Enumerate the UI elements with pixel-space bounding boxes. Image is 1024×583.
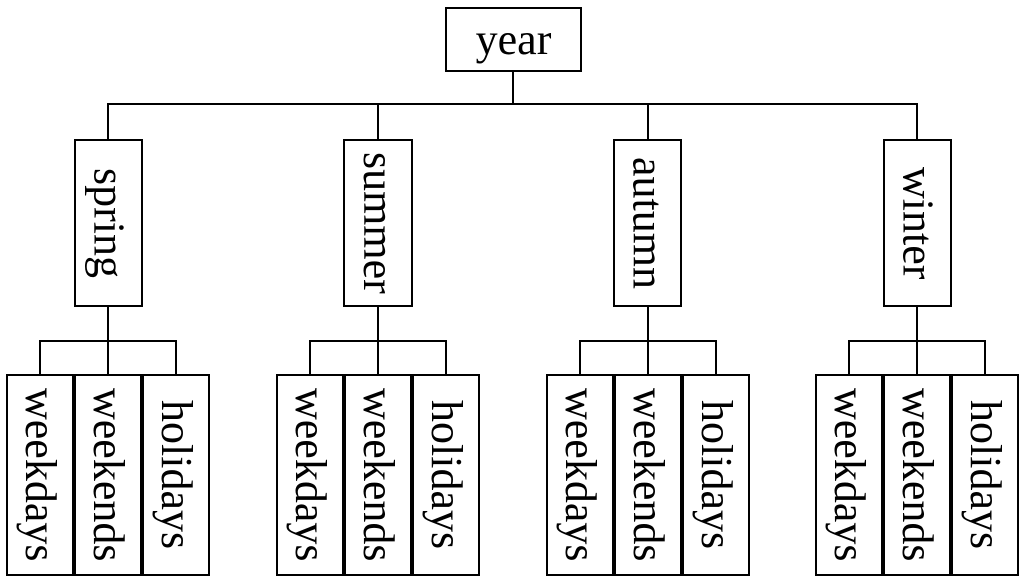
node-autumn-weekends: weekends xyxy=(614,374,682,576)
node-winter-weekends: weekends xyxy=(883,374,951,576)
connector-line xyxy=(984,340,986,374)
node-spring-weekdays: weekdays xyxy=(6,374,74,576)
node-winter-weekdays: weekdays xyxy=(815,374,883,576)
connector-line xyxy=(107,307,109,342)
connector-line xyxy=(647,103,649,139)
connector-line xyxy=(848,340,850,374)
node-spring: spring xyxy=(74,139,143,307)
connector-line xyxy=(107,103,918,105)
connector-line xyxy=(175,340,177,374)
connector-line xyxy=(309,340,311,374)
node-spring-weekends: weekends xyxy=(74,374,142,576)
connector-line xyxy=(107,340,109,374)
connector-line xyxy=(377,307,379,342)
connector-line xyxy=(647,307,649,342)
node-spring-holidays: holidays xyxy=(142,374,210,576)
node-winter: winter xyxy=(883,139,952,307)
connector-line xyxy=(916,307,918,342)
node-year: year xyxy=(445,7,582,72)
connector-line xyxy=(512,72,514,105)
connector-line xyxy=(377,103,379,139)
node-autumn-weekdays: weekdays xyxy=(546,374,614,576)
connector-line xyxy=(107,103,109,139)
node-summer-holidays: holidays xyxy=(412,374,480,576)
connector-line xyxy=(377,340,379,374)
connector-line xyxy=(39,340,41,374)
connector-line xyxy=(916,340,918,374)
connector-line xyxy=(445,340,447,374)
node-summer-weekdays: weekdays xyxy=(276,374,344,576)
node-winter-holidays: holidays xyxy=(951,374,1019,576)
connector-line xyxy=(647,340,649,374)
connector-line xyxy=(916,103,918,139)
connector-line xyxy=(579,340,581,374)
node-autumn-holidays: holidays xyxy=(682,374,750,576)
node-autumn: autumn xyxy=(613,139,682,307)
connector-line xyxy=(715,340,717,374)
node-summer: summer xyxy=(343,139,413,307)
node-summer-weekends: weekends xyxy=(344,374,412,576)
